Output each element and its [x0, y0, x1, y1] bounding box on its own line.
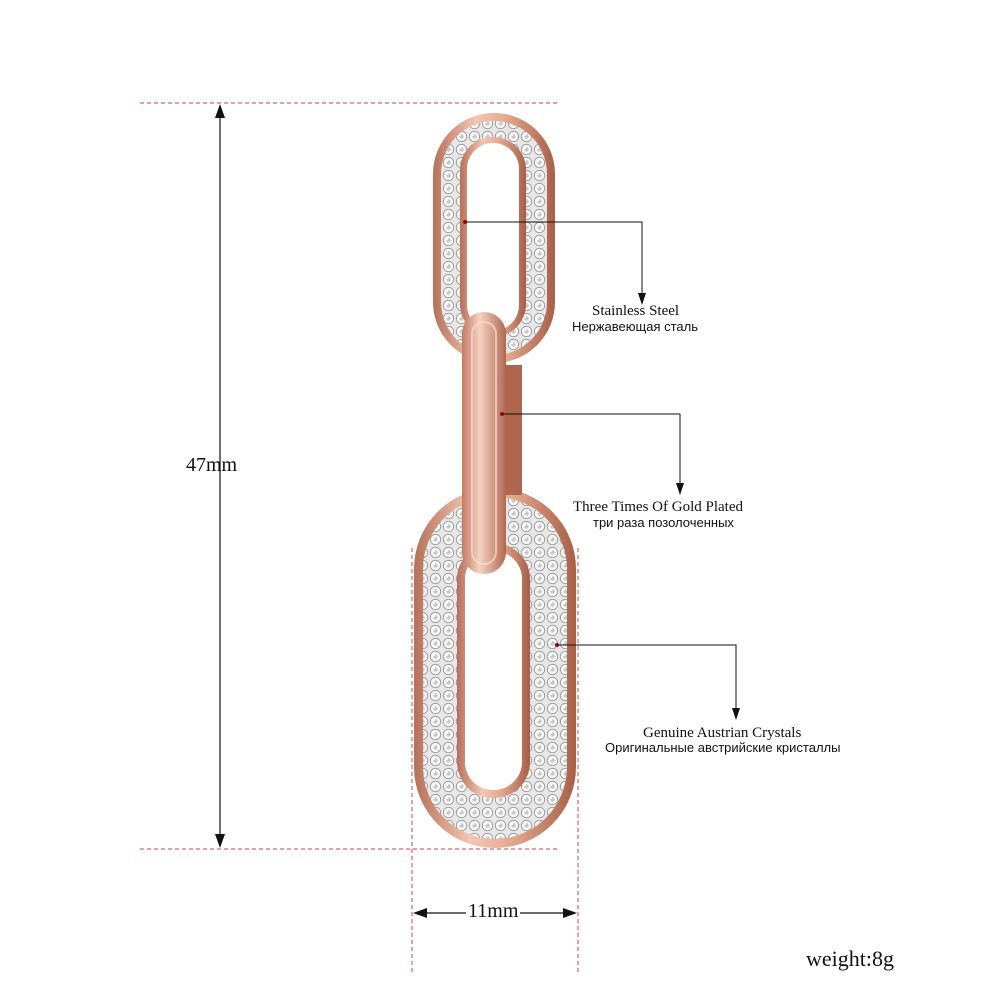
callout-steel-en: Stainless Steel — [592, 303, 680, 319]
callout-crystals-en: Genuine Austrian Crystals — [643, 725, 802, 741]
height-dimension-label: 47mm — [186, 454, 238, 476]
height-dimension-arrow — [215, 104, 225, 848]
bottom-link — [414, 488, 576, 848]
callout-plating-en: Three Times Of Gold Plated — [573, 499, 743, 515]
width-dimension-label: 11mm — [466, 900, 521, 923]
callout-leaders — [463, 220, 740, 720]
weight-label: weight:8g — [806, 946, 894, 971]
guide-lines — [140, 102, 579, 972]
top-link — [433, 113, 555, 363]
connector-bar — [462, 312, 522, 574]
callout-plating-ru: три раза позолоченных — [593, 515, 734, 530]
callout-crystals-ru: Оригинальные австрийские кристаллы — [605, 740, 841, 755]
callout-steel-ru: Нержавеющая сталь — [572, 319, 698, 334]
